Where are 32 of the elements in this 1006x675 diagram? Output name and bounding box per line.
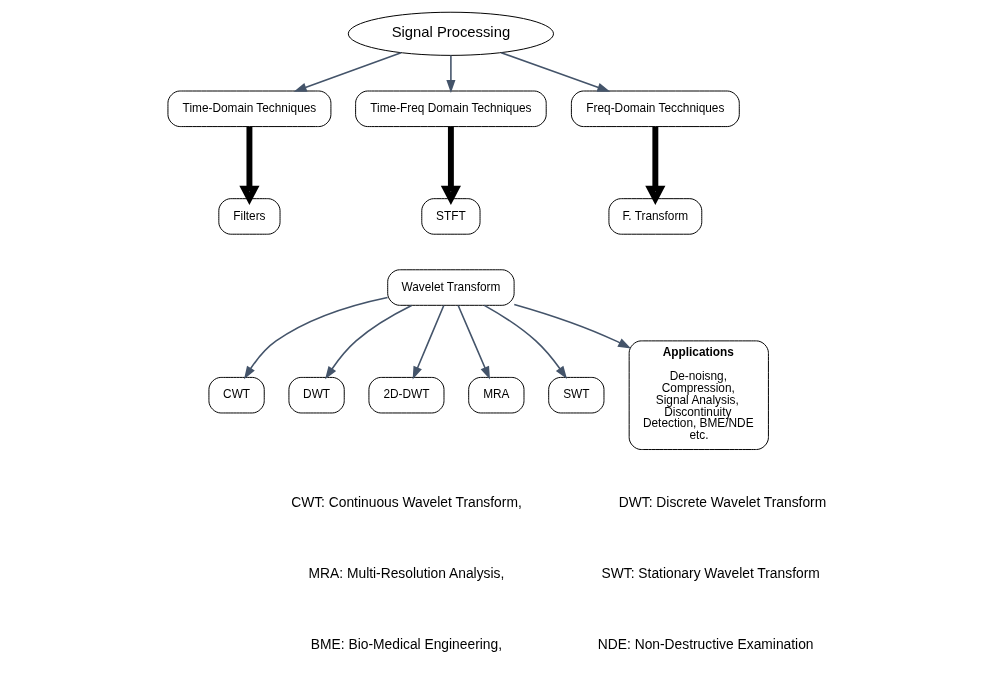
node-box: MRA bbox=[468, 376, 525, 414]
arrow bbox=[293, 52, 402, 92]
node-box: Freq-Domain Tecchniques bbox=[570, 90, 740, 128]
node-box: Wavelet Transform bbox=[387, 269, 515, 306]
arrow bbox=[483, 304, 568, 379]
arrow bbox=[500, 51, 611, 92]
arrow bbox=[457, 304, 490, 380]
node-box: F. Transform bbox=[608, 198, 703, 235]
arrow bbox=[239, 126, 260, 205]
node-box: STFT bbox=[421, 198, 481, 235]
arrow bbox=[244, 296, 389, 380]
arrow bbox=[440, 126, 461, 205]
node-ellipse: Signal Processing bbox=[347, 11, 554, 56]
node-box: 2D-DWT bbox=[368, 376, 445, 414]
label: BME: Bio-Medical Engineering, bbox=[310, 635, 503, 652]
node-box: Time-Domain Techniques bbox=[167, 90, 332, 128]
arrow bbox=[446, 54, 456, 94]
node-box: DWT bbox=[288, 376, 345, 414]
label: CWT: Continuous Wavelet Transform, bbox=[291, 493, 522, 510]
arrow bbox=[513, 303, 632, 349]
arrow bbox=[645, 126, 666, 205]
node-box: Time-Freq Domain Techniques bbox=[355, 90, 547, 128]
arrow bbox=[412, 304, 445, 380]
node-box: CWT bbox=[208, 376, 265, 414]
label: SWT: Stationary Wavelet Transform bbox=[601, 564, 820, 581]
node-box: Filters bbox=[218, 198, 281, 235]
node-box: SWT bbox=[548, 376, 605, 414]
node-box: Applications De-noisng, Compression, Signal Analysis, Discontinuity Detection, BME/NDE etc. bbox=[628, 340, 769, 450]
label: MRA: Multi-Resolution Analysis, bbox=[308, 564, 505, 581]
label: NDE: Non-Destructive Examination bbox=[597, 635, 814, 652]
label: DWT: Discrete Wavelet Transform bbox=[618, 493, 827, 510]
arrow bbox=[325, 304, 413, 380]
